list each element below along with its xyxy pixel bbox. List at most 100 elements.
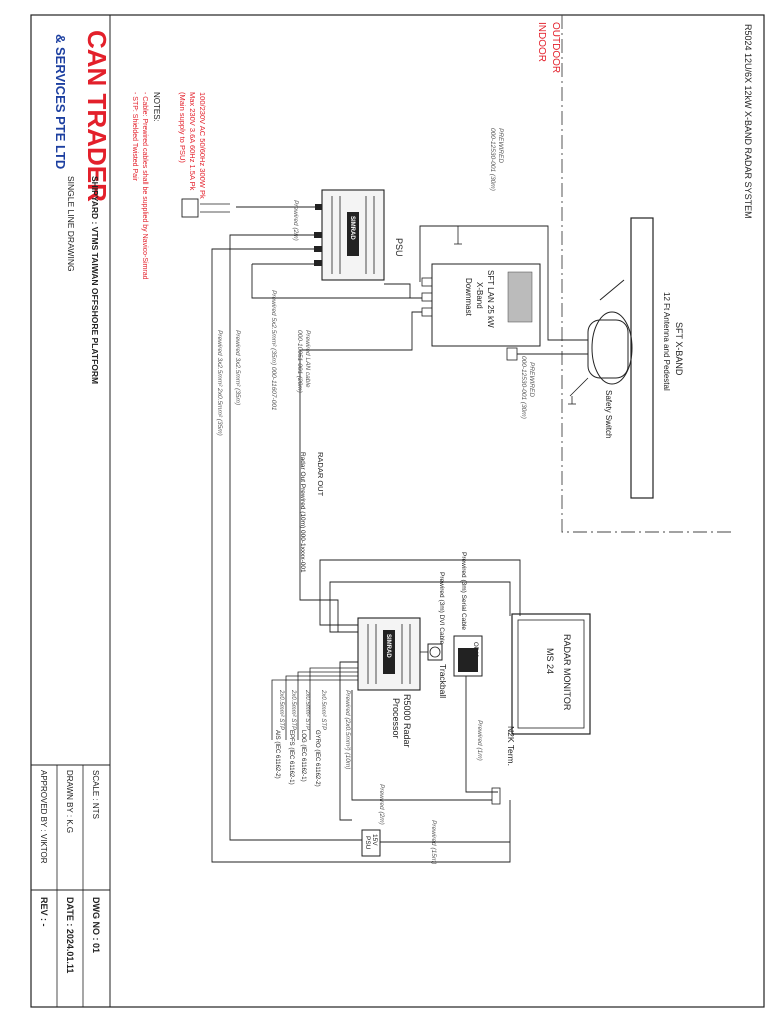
- cable-dvi: [329, 581, 511, 633]
- log-label-b: LOG (IEC 61162-1): [300, 730, 306, 782]
- power-spec-1: 100/230V AC 50/60Hz 300W Pk: [198, 92, 207, 199]
- zone-outdoor: OUTDOOR: [550, 22, 561, 73]
- cable-ais: [271, 679, 358, 740]
- cable-mast-label-b: 000-12530-001 (30m): [520, 356, 527, 419]
- drawing-type-label: SINGLE LINE DRAWING: [66, 176, 76, 272]
- transceiver-connector: [506, 347, 518, 361]
- power-plug-icon: [181, 198, 199, 218]
- monitor-label-2: MS 24: [545, 648, 555, 674]
- cable-serial: [319, 559, 521, 626]
- psu-main-label: PSU: [394, 238, 404, 257]
- drawing-frame: [30, 14, 765, 1008]
- antenna-label-1: SFT X-BAND: [674, 322, 684, 376]
- approved-by-label: APPROVED BY : VIKTOR: [39, 770, 48, 864]
- radar-out-label: RADAR OUT: [316, 452, 325, 497]
- cable-mast-label-a: PREWIRED: [528, 362, 535, 397]
- monitor-box: [511, 613, 591, 735]
- gyro-label-a: 2x0.5mm² STP: [320, 689, 326, 730]
- pedestal-body: [587, 319, 629, 379]
- power-spec-2: Max 230V 3.6A 60Hz 1.5A Pk: [188, 92, 197, 191]
- log-label-a: 2x0.5mm² STP: [304, 689, 310, 730]
- gyro-label-b: GYRO (IEC 61162-2): [314, 730, 320, 787]
- outdoor-boundary: [561, 15, 735, 533]
- transceiver-box: [431, 263, 541, 347]
- cable-log: [297, 671, 358, 740]
- cable-psu-15m-label: Prewired (15m): [430, 820, 437, 864]
- pedestal-mount: [599, 279, 625, 301]
- cable-epfs: [285, 675, 358, 740]
- cable-processor-pre: [339, 661, 358, 821]
- date-label: DATE : 2024.01.11: [65, 897, 75, 973]
- antenna-pedestal: [591, 311, 633, 385]
- cable-n2k-2: [351, 690, 492, 801]
- psu-small-box: [361, 829, 381, 857]
- transceiver-port: [421, 292, 433, 302]
- cable-lan-label-b: 000-10051-001 (20m): [296, 330, 303, 393]
- psu-port: [314, 260, 322, 266]
- trackball-label: Trackball: [438, 664, 448, 698]
- shipyard-label: SHIPYARD : VTMS TAIWAN OFFSHORE PLATFORM: [90, 176, 100, 384]
- company-logo-line1: CAN TRADER: [82, 30, 112, 202]
- processor-label-1: R5000 Radar: [402, 694, 412, 748]
- cable-n2k-2-label: Prewired (2m): [378, 784, 385, 825]
- cable-gyro: [309, 667, 358, 740]
- processor-brand: SIMRAD: [385, 634, 391, 658]
- monitor-label-1: RADAR MONITOR: [562, 634, 572, 711]
- drawn-by-label: DRAWN BY : K.G: [65, 770, 74, 833]
- ais-label-a: 2x0.5mm² STP: [278, 689, 284, 730]
- trackball-ball: [429, 646, 441, 658]
- psu-small-label-2: PSU: [364, 836, 371, 850]
- zone-indoor: INDOOR: [536, 22, 547, 62]
- radar-out-sub: Radar Out Prewired (10m) 000-1xxxx-001: [299, 452, 306, 573]
- safety-switch-label: Safety Switch: [604, 390, 613, 438]
- psu-port: [314, 246, 322, 252]
- cable-n2k-1: [465, 676, 498, 793]
- drawing-title: R5024 12U/6X 12kW X-BAND RADAR SYSTEM: [743, 24, 753, 219]
- n2k-terminator: [491, 787, 501, 805]
- transceiver-port: [421, 307, 433, 317]
- rev-label: REV : -: [39, 897, 49, 927]
- psu-brand: SIMRAD: [349, 216, 355, 240]
- psu-brand-plate: [347, 212, 359, 256]
- cable-lan-label-a: Prewired LAN cable: [304, 330, 311, 388]
- cable-psu-transceiver: [384, 283, 422, 299]
- transceiver-port: [421, 277, 433, 287]
- processor-brand-plate: [383, 630, 395, 674]
- psu-small-label-1: 15V: [371, 834, 378, 846]
- monitor-screen: [517, 619, 585, 729]
- cable-dvi-label: Prewired (3m) DVI Cable: [438, 572, 445, 645]
- company-logo-line2: & SERVICES PTE LTD: [53, 34, 68, 169]
- cable-5x25-label: Prewired 5x2.5mm² (35m) 000-11607-001: [270, 290, 277, 411]
- transceiver-label-3: Downmast: [464, 278, 473, 317]
- cable-3x25-label-a: Prewired 3x2.5mm² (35m): [234, 330, 241, 405]
- antenna-array: [630, 217, 654, 499]
- dwg-no-label: DWG NO : 01: [91, 897, 101, 953]
- keypad-label: OP40: [472, 642, 478, 658]
- keypad-box: [453, 635, 483, 677]
- transceiver-label-1: SFT LAN 25 kW: [486, 270, 495, 328]
- cable-antenna-power: [419, 225, 588, 341]
- cable-lan: [299, 311, 422, 632]
- psu-power-port: [315, 204, 322, 210]
- note-2: - STP: Shielded Twisted Pair: [131, 92, 138, 182]
- power-spec-3: (Main supply to PSU): [178, 92, 187, 163]
- scale-label: SCALE : NTS: [91, 770, 100, 819]
- cable-serial-label: Prewired (3m) Serial Cable: [460, 552, 467, 630]
- cable-3x25-a: [229, 234, 362, 841]
- cable-power-label: Prewired (2m): [292, 200, 299, 241]
- cable-10m-label-b: 000-12530-001 (30m): [489, 128, 496, 191]
- transceiver-vent: [507, 271, 533, 323]
- cable-10m-label-a: PREWIRED: [497, 128, 504, 163]
- n2k-term-label: N2K Term.: [506, 726, 516, 766]
- cable-3x25-label-b: Prewired 3x2.5mm² 2x0.5mm² (35m): [216, 330, 223, 436]
- transceiver-label-2: X-Band: [475, 282, 484, 309]
- keypad-keys: [458, 648, 478, 672]
- antenna-label-2: 12 Ft Antenna and Pedestal: [662, 292, 671, 391]
- safety-switch-lead: [569, 377, 589, 397]
- ais-label-b: AIS (IEC 61162-2): [274, 730, 280, 779]
- cable-3x25-b: [211, 248, 511, 863]
- cable-processor-label: Prewired (2x0.5mm²) (10m): [344, 690, 351, 769]
- cable-psu-loop: [251, 264, 410, 299]
- processor-label-2: Processor: [391, 698, 401, 739]
